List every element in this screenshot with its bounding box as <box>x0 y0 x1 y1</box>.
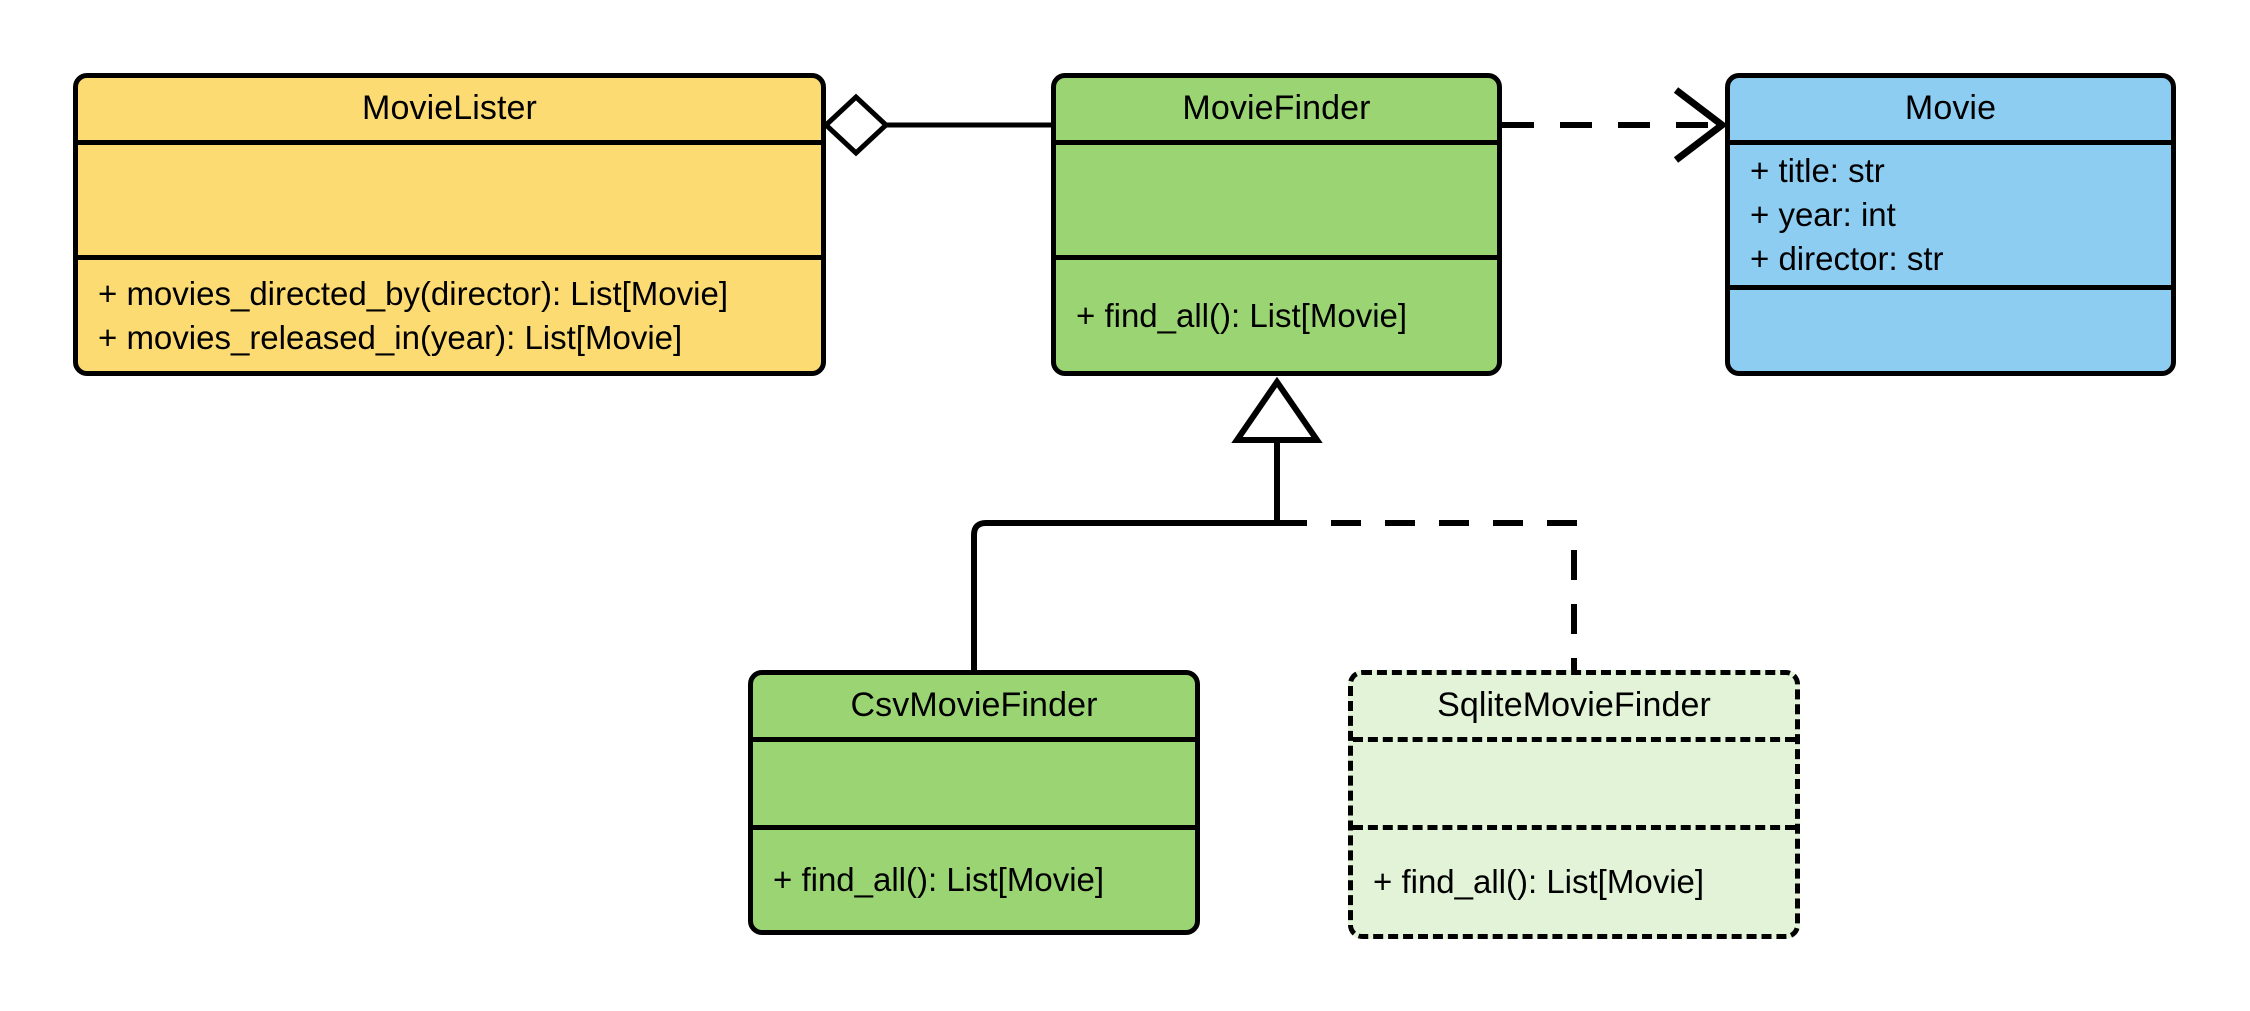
class-methods-movielister: + movies_directed_by(director): List[Mov… <box>78 255 821 371</box>
relation-inheritance-sqlitemoviefinder-moviefinder[interactable] <box>1277 520 1577 670</box>
inheritance-dashed-path <box>1277 520 1577 670</box>
attribute-line: + director: str <box>1750 239 1944 277</box>
generalization-hub <box>1231 376 1323 523</box>
method-line: + movies_directed_by(director): List[Mov… <box>98 274 728 312</box>
relation-dependency-moviefinder-movie[interactable] <box>1502 87 1728 163</box>
class-node-movie[interactable]: Movie + title: str + year: int + directo… <box>1725 73 2176 376</box>
class-header-sqlitemoviefinder: SqliteMovieFinder <box>1353 675 1795 737</box>
relation-aggregation-movielister-moviefinder[interactable] <box>822 93 1051 157</box>
class-header-movie: Movie <box>1730 78 2171 140</box>
class-title-movie: Movie <box>1904 89 1997 128</box>
class-header-csvmoviefinder: CsvMovieFinder <box>753 675 1195 737</box>
class-node-moviefinder[interactable]: MovieFinder + find_all(): List[Movie] <box>1051 73 1502 376</box>
class-attributes-movielister <box>78 140 821 255</box>
class-attributes-movie: + title: str + year: int + director: str <box>1730 140 2171 285</box>
class-title-moviefinder: MovieFinder <box>1182 89 1371 128</box>
class-header-moviefinder: MovieFinder <box>1056 78 1497 140</box>
class-title-movielister: MovieLister <box>362 89 537 128</box>
attribute-line: + title: str <box>1750 152 1885 190</box>
inheritance-solid-path <box>971 520 1277 670</box>
class-title-csvmoviefinder: CsvMovieFinder <box>850 686 1098 725</box>
method-line: + movies_released_in(year): List[Movie] <box>98 318 683 356</box>
open-arrow-icon <box>1673 87 1728 163</box>
attribute-line: + year: int <box>1750 196 1896 234</box>
class-methods-sqlitemoviefinder: + find_all(): List[Movie] <box>1353 825 1795 934</box>
class-node-csvmoviefinder[interactable]: CsvMovieFinder + find_all(): List[Movie] <box>748 670 1200 935</box>
hollow-triangle-icon <box>1231 376 1323 443</box>
hollow-diamond-icon <box>822 93 890 157</box>
method-line: + find_all(): List[Movie] <box>773 861 1105 899</box>
method-line: + find_all(): List[Movie] <box>1373 863 1705 901</box>
class-attributes-moviefinder <box>1056 140 1497 255</box>
class-attributes-sqlitemoviefinder <box>1353 737 1795 825</box>
class-methods-moviefinder: + find_all(): List[Movie] <box>1056 255 1497 371</box>
class-methods-movie <box>1730 285 2171 371</box>
relation-inheritance-csvmoviefinder-moviefinder[interactable] <box>971 520 1277 670</box>
class-header-movielister: MovieLister <box>78 78 821 140</box>
method-line: + find_all(): List[Movie] <box>1076 296 1408 334</box>
class-methods-csvmoviefinder: + find_all(): List[Movie] <box>753 825 1195 930</box>
class-title-sqlitemoviefinder: SqliteMovieFinder <box>1437 686 1711 725</box>
class-node-sqlitemoviefinder[interactable]: SqliteMovieFinder + find_all(): List[Mov… <box>1348 670 1800 939</box>
class-node-movielister[interactable]: MovieLister + movies_directed_by(directo… <box>73 73 826 376</box>
class-attributes-csvmoviefinder <box>753 737 1195 825</box>
